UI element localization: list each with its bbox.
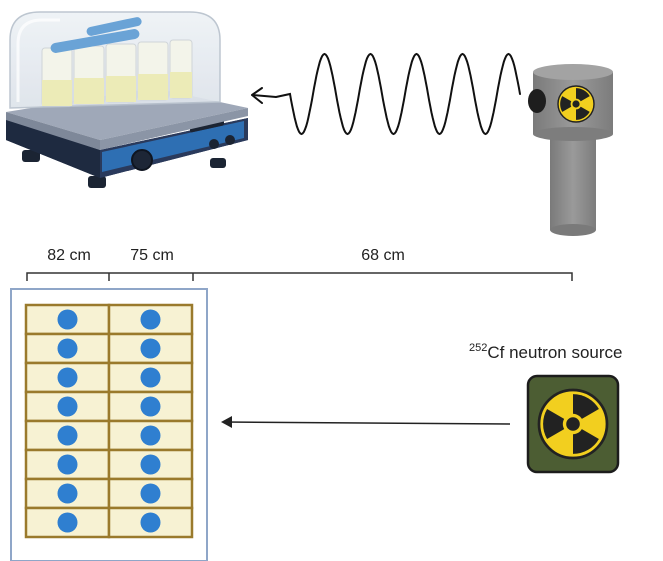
source-label: 252Cf neutron source	[469, 342, 623, 362]
well-sample-dot	[140, 309, 161, 330]
well-sample-dot	[57, 338, 78, 359]
well-sample-dot	[57, 425, 78, 446]
source-label-text: Cf neutron source	[487, 343, 622, 362]
dimension-label-3: 68 cm	[361, 247, 405, 264]
neutron-wave	[251, 52, 521, 136]
well-sample-dot	[57, 483, 78, 504]
source-label-superscript: 252	[469, 342, 487, 354]
well-sample-dot	[57, 309, 78, 330]
neutron-source-panel	[528, 376, 618, 472]
well-sample-dot	[140, 454, 161, 475]
shaker-incubator-icon	[6, 11, 248, 188]
dimension-label-1: 82 cm	[47, 247, 91, 264]
well-plate-icon	[10, 288, 208, 561]
dimension-label-2: 75 cm	[130, 247, 174, 264]
well-sample-dot	[57, 512, 78, 533]
well-sample-dot	[57, 396, 78, 417]
well-sample-dot	[57, 454, 78, 475]
neutron-source-cylinder-icon	[528, 64, 613, 236]
well-sample-dot	[140, 338, 161, 359]
well-sample-dot	[140, 512, 161, 533]
well-sample-dot	[140, 425, 161, 446]
well-sample-dot	[140, 483, 161, 504]
well-sample-dot	[140, 367, 161, 388]
well-sample-dot	[57, 367, 78, 388]
dimension-lines	[26, 272, 573, 281]
well-sample-dot	[140, 396, 161, 417]
neutron-arrow	[221, 416, 511, 428]
